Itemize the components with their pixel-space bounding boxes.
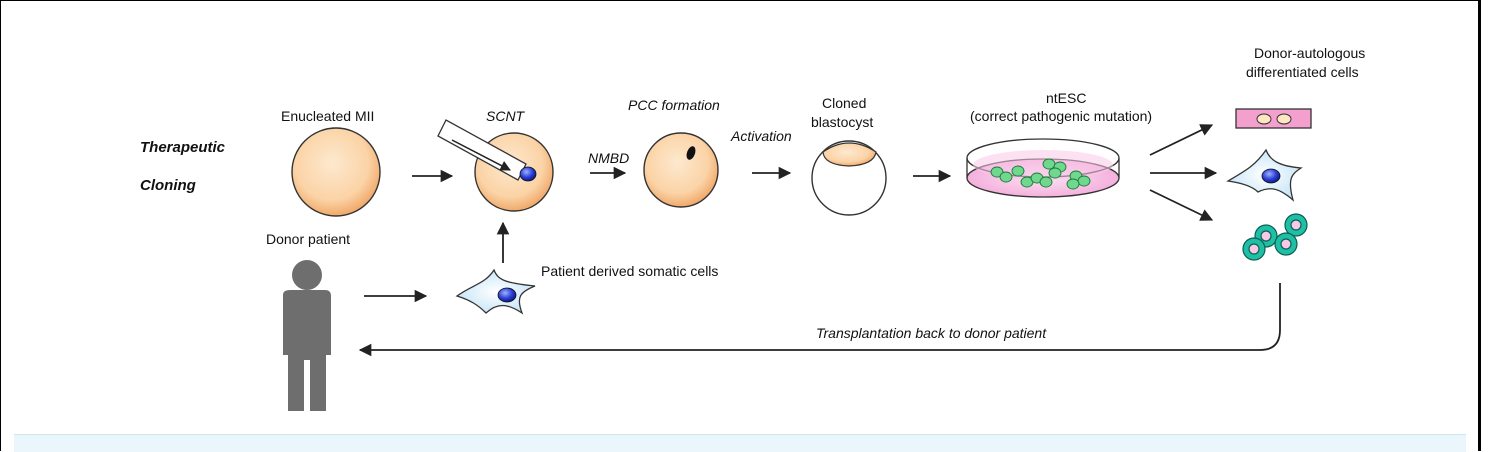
differentiated-rbc-icon: [1235, 108, 1312, 129]
label-pcc-formation: PCC formation: [628, 97, 720, 113]
arrow-transplantation-back: [358, 283, 1281, 357]
label-ntesc: ntESC: [1046, 90, 1086, 106]
inner-cell-mass: [822, 142, 877, 167]
label-cloned: Cloned: [822, 95, 866, 111]
label-differentiated-cells: differentiated cells: [1246, 64, 1359, 80]
label-ntesc-mutation: (correct pathogenic mutation): [970, 108, 1152, 124]
arrow-to-stem: [1149, 189, 1214, 221]
label-scnt: SCNT: [486, 108, 526, 124]
label-nmbd: NMBD: [588, 150, 629, 166]
label-donor-patient: Donor patient: [266, 231, 350, 247]
label-activation: Activation: [730, 128, 792, 144]
label-patient-somatic-cells: Patient derived somatic cells: [541, 263, 718, 279]
title-line-1: Therapeutic: [140, 139, 226, 156]
label-blastocyst: blastocyst: [811, 114, 873, 130]
enucleated-oocyte: [291, 127, 381, 217]
transferred-nucleus: [519, 166, 537, 182]
label-donor-autologous: Donor-autologous: [1254, 45, 1365, 61]
donor-patient-person-icon: [283, 260, 331, 411]
label-enucleated-mii: Enucleated MII: [281, 108, 374, 124]
label-transplantation: Transplantation back to donor patient: [816, 325, 1047, 341]
arrow-to-rbc: [1149, 124, 1214, 156]
differentiated-somatic-cell-icon: [1226, 148, 1303, 202]
frame-left-border: [0, 0, 1, 451]
ntesc-colonies: [990, 158, 1091, 190]
frame-top-border: [0, 0, 1478, 1]
patient-somatic-cell-icon: [455, 268, 536, 315]
micropipette-icon: [437, 119, 527, 181]
pcc-oocyte: [643, 132, 719, 208]
pcc-chromatin: [686, 146, 696, 160]
differentiated-stem-cells-icon: [1242, 213, 1308, 261]
caption-band: [14, 434, 1466, 452]
frame-right-border: [1478, 0, 1481, 451]
culture-dish-icon: [966, 138, 1120, 198]
title-line-2: Cloning: [140, 177, 196, 194]
